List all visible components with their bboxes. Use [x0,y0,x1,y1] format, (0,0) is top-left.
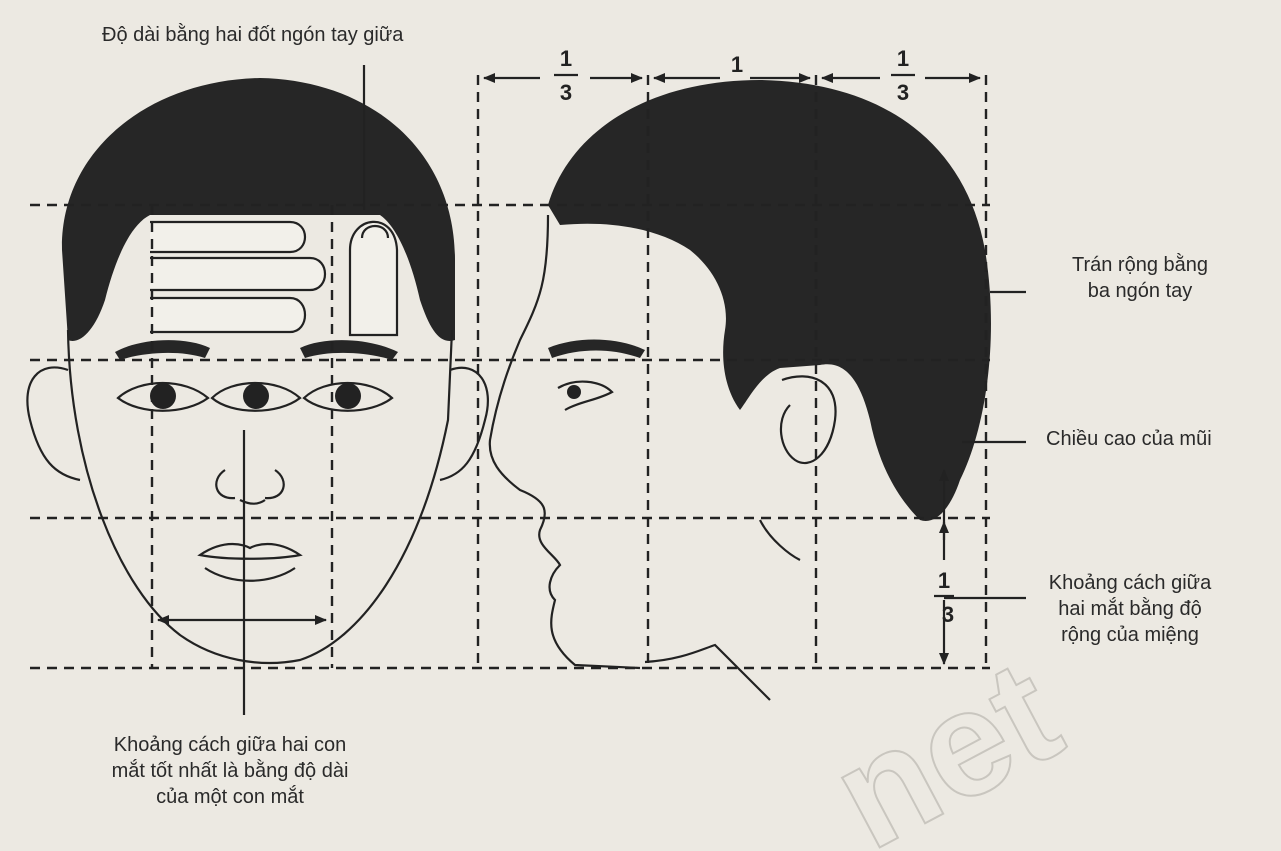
profile-outline [490,215,640,668]
forehead-width-line-2: ba ngón tay [1040,278,1240,304]
profile-neck [760,520,800,560]
eye-mouth-line-3: rộng của miệng [1030,622,1230,648]
profile-jaw [645,645,770,700]
fraction-top-left: 1 3 [554,46,578,105]
profile-eye [558,382,612,410]
profile-head [490,80,991,700]
eye-distance-line-1: Khoảng cách giữa hai con [70,732,390,758]
fraction-top-left-numerator: 1 [560,46,572,71]
front-face [27,78,488,663]
left-eyebrow [115,340,210,360]
fraction-top-right-denominator: 3 [897,80,909,105]
profile-ear [781,376,836,463]
profile-hair [548,80,991,521]
eye-distance-line-3: của một con mắt [70,784,390,810]
fraction-top-left-denominator: 3 [560,80,572,105]
eye-mouth-label: Khoảng cách giữa hai mắt bằng độ rộng củ… [1030,570,1230,648]
forehead-width-label: Trán rộng bằng ba ngón tay [1040,252,1240,304]
finger-length-label: Độ dài bằng hai đốt ngón tay giữa [102,22,403,48]
front-nose [216,470,283,504]
fraction-right-numerator: 1 [938,568,950,593]
right-eyebrow [300,340,398,360]
front-mouth [200,544,300,581]
fraction-top-right: 1 3 [891,46,915,105]
eye-mouth-line-1: Khoảng cách giữa [1030,570,1230,596]
forehead-width-line-1: Trán rộng bằng [1040,252,1240,278]
fraction-top-right-numerator: 1 [897,46,909,71]
nose-height-label: Chiều cao của mũi [1046,426,1212,452]
eye-distance-line-2: mắt tốt nhất là bằng độ dài [70,758,390,784]
watermark: net [807,627,1085,851]
hand-fingers [150,222,397,335]
front-face-outline [68,330,452,663]
eye-distance-label: Khoảng cách giữa hai con mắt tốt nhất là… [70,732,390,810]
fraction-right-denominator: 3 [942,602,954,627]
fraction-top-middle: 1 [731,52,743,77]
eye-mouth-line-2: hai mắt bằng độ [1030,596,1230,622]
front-eyes [118,383,392,411]
profile-eyebrow [548,340,645,358]
